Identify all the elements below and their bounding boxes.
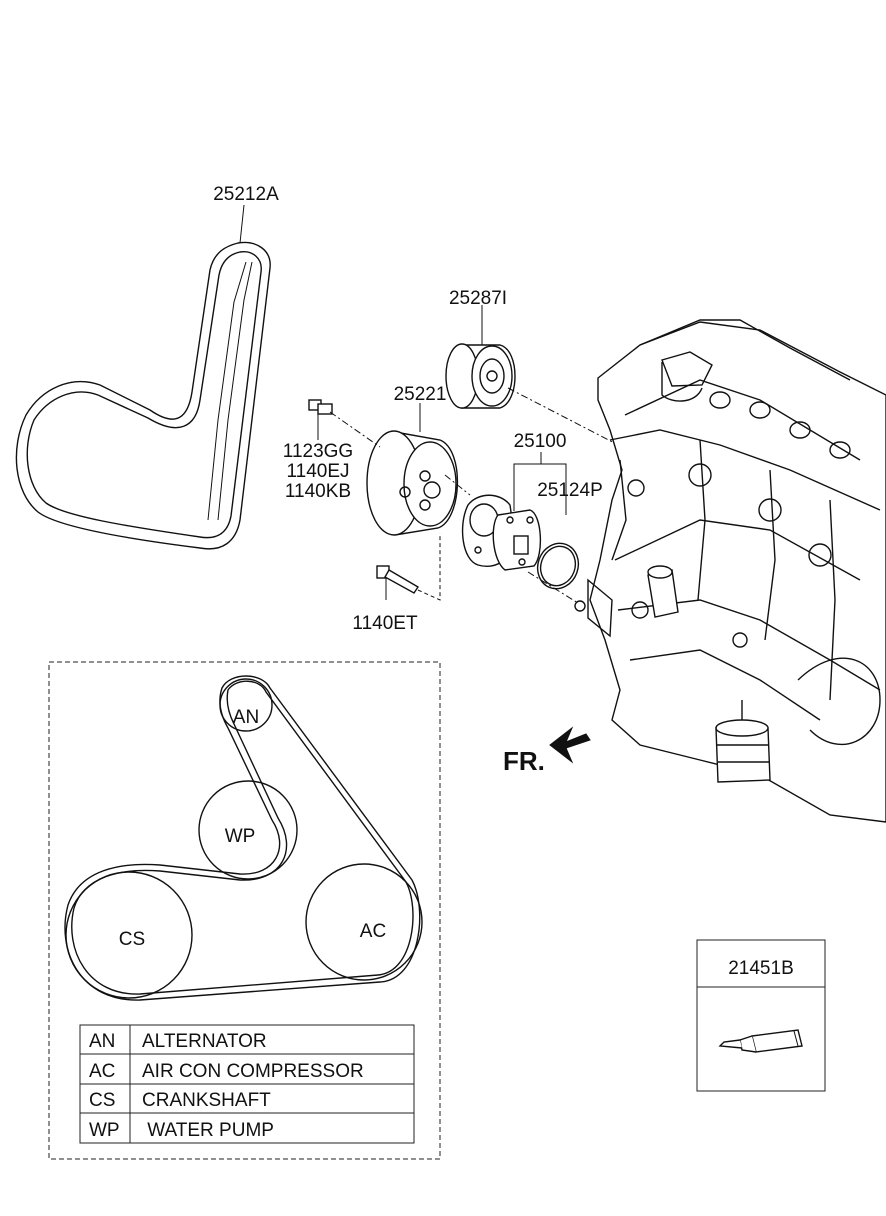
- legend-code: AC: [89, 1061, 115, 1082]
- pulley-an-label: AN: [233, 707, 259, 728]
- legend-row: CS CRANKSHAFT: [89, 1090, 271, 1111]
- legend-table: AN ALTERNATOR AC AIR CON COMPRESSOR CS C…: [79, 1024, 415, 1144]
- belt-icon: [15, 204, 271, 550]
- gasket-icon: [536, 542, 580, 590]
- bolt-a-part-number: 1123GG: [283, 441, 353, 462]
- legend-code: WP: [89, 1120, 120, 1141]
- legend-row: AC AIR CON COMPRESSOR: [89, 1061, 364, 1082]
- arrow-icon: [549, 726, 591, 764]
- idler-part-number: 25287I: [449, 288, 507, 309]
- pump-part-number: 25100: [514, 431, 567, 452]
- routing-inset: [48, 661, 441, 1160]
- sealant-part-number: 21451B: [728, 958, 794, 979]
- pulley-ac-icon: [305, 863, 423, 981]
- gasket-icon: [539, 545, 577, 587]
- pulley-wp-label: WP: [225, 826, 256, 847]
- bolt-c-part-number: 1140KB: [285, 481, 351, 502]
- water-pump-icon: [461, 494, 542, 571]
- legend-name: AIR CON COMPRESSOR: [142, 1061, 364, 1082]
- pulley-icon: [366, 403, 459, 536]
- legend-row: WP WATER PUMP: [89, 1120, 274, 1141]
- legend-name: ALTERNATOR: [142, 1031, 267, 1052]
- legend-code: AN: [89, 1031, 115, 1052]
- pulley-cs-label: CS: [119, 929, 145, 950]
- legend-code: CS: [89, 1090, 115, 1111]
- bolt-b-part-number: 1140EJ: [286, 461, 349, 482]
- legend-name: CRANKSHAFT: [142, 1090, 271, 1111]
- idler-pulley-icon: [445, 305, 516, 409]
- sealant-box: 21451B: [696, 939, 826, 1092]
- routing-diagram: AN WP CS AC: [64, 675, 423, 1001]
- bolt-icon: [308, 399, 333, 440]
- gasket-part-number: 25124P: [537, 480, 603, 501]
- pulley-ac-label: AC: [360, 921, 386, 942]
- legend-name: WATER PUMP: [142, 1120, 274, 1141]
- engine-block-icon: [574, 319, 886, 823]
- bolt-d-part-number: 1140ET: [352, 613, 418, 634]
- bolt-icon: [376, 565, 419, 600]
- pulley-part-number: 25221: [394, 384, 447, 405]
- belt-part-number: 25212A: [213, 184, 279, 205]
- sealant-tube-icon: [718, 1029, 803, 1053]
- legend-row: AN ALTERNATOR: [89, 1031, 267, 1052]
- front-marker: FR.: [503, 746, 545, 776]
